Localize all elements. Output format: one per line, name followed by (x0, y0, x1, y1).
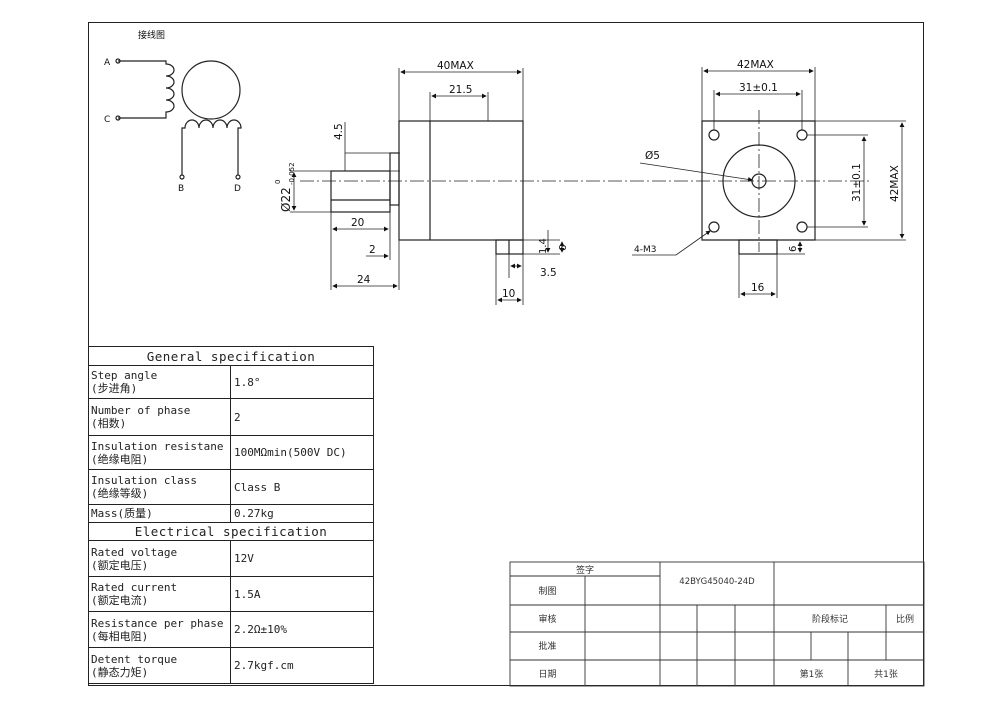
side-view-dimensions (290, 68, 565, 305)
spec-table: General specification Step angle(步进角) 1.… (88, 346, 374, 684)
motor-side-view (300, 120, 870, 255)
dim-shaft-diameter: Ø22 (279, 187, 293, 212)
tb-scale: 比例 (895, 615, 914, 625)
tb-approved: 批准 (538, 642, 557, 652)
spec-row: Number of phase(相数) 2 (88, 398, 374, 436)
dim-42max-side: 42MAX (889, 165, 901, 202)
dim-42max-top: 42MAX (737, 59, 774, 71)
spec-key: Rated voltage(额定电压) (88, 540, 231, 577)
spec-key: Detent torque(静态力矩) (88, 647, 231, 684)
tb-date: 日期 (538, 670, 557, 680)
spec-value: 100MΩmin(500V DC) (230, 435, 374, 470)
dim-2: 2 (369, 244, 376, 256)
dim-6-front: 6 (788, 246, 799, 252)
spec-value: 12V (230, 540, 374, 577)
spec-key: Mass(质量) (88, 504, 231, 523)
dim-phi5: Ø5 (645, 150, 660, 162)
spec-row: Rated voltage(额定电压) 12V (88, 540, 374, 577)
spec-key: Number of phase(相数) (88, 398, 231, 436)
spec-row: Detent torque(静态力矩) 2.7kgf.cm (88, 647, 374, 684)
terminal-b-label: B (178, 184, 184, 194)
spec-key: Step angle(步进角) (88, 365, 231, 399)
tb-model: 42BYG45040-24D (679, 577, 755, 587)
terminal-a-label: A (104, 58, 111, 68)
spec-row: Resistance per phase(每相电阻) 2.2Ω±10% (88, 611, 374, 648)
terminal-d-label: D (234, 184, 241, 194)
dim-6-side: 6 (558, 245, 569, 251)
dim-31-top: 31±0.1 (739, 82, 778, 94)
spec-value: 1.5A (230, 576, 374, 612)
dim-40max: 40MAX (437, 60, 474, 72)
tb-sheet-no: 第1张 (799, 670, 824, 680)
electrical-spec-header: Electrical specification (88, 522, 374, 541)
spec-row: Mass(质量) 0.27kg (88, 504, 374, 523)
dim-16: 16 (751, 282, 765, 294)
dim-31-side: 31±0.1 (851, 163, 863, 202)
dim-4-m3: 4-M3 (634, 245, 656, 255)
spec-value: 2.7kgf.cm (230, 647, 374, 684)
spec-key: Insulation class(绝缘等级) (88, 469, 231, 505)
spec-key: Insulation resistane(绝缘电阻) (88, 435, 231, 470)
spec-value: Class B (230, 469, 374, 505)
spec-row: Insulation class(绝缘等级) Class B (88, 469, 374, 505)
tb-sheet-total: 共1张 (874, 670, 898, 680)
title-block-grid (509, 561, 925, 687)
spec-value: 1.8° (230, 365, 374, 399)
tb-drawn: 制图 (538, 587, 557, 597)
dim-4-5: 4.5 (333, 123, 345, 140)
tb-signature: 签字 (575, 566, 594, 576)
dim-shaft-tol-upper: 0 (274, 180, 282, 184)
spec-row: Insulation resistane(绝缘电阻) 100MΩmin(500V… (88, 435, 374, 470)
dim-10: 10 (502, 288, 515, 300)
spec-value: 2.2Ω±10% (230, 611, 374, 648)
dim-20: 20 (351, 217, 364, 229)
dim-3-5: 3.5 (540, 267, 557, 279)
wiring-diagram (115, 58, 242, 180)
spec-key: Resistance per phase(每相电阻) (88, 611, 231, 648)
tb-stage-mark: 阶段标记 (811, 615, 848, 625)
dim-1-4: 1.4 (538, 238, 549, 254)
front-view-dimensions (632, 67, 906, 298)
dim-21-5: 21.5 (449, 84, 472, 96)
title-block: 签字 制图 审核 批准 日期 42BYG45040-24D 阶段标记 比例 第1… (510, 562, 924, 686)
spec-key: Rated current(额定电流) (88, 576, 231, 612)
tb-checked: 审核 (538, 615, 557, 625)
general-spec-header: General specification (88, 346, 374, 366)
spec-value: 0.27kg (230, 504, 374, 523)
dim-shaft-tol-lower: -0.052 (288, 162, 296, 185)
spec-row: Step angle(步进角) 1.8° (88, 365, 374, 399)
wiring-title: 接线图 (138, 29, 165, 41)
motor-front-view (701, 110, 816, 255)
dim-24: 24 (357, 274, 371, 286)
spec-row: Rated current(额定电流) 1.5A (88, 576, 374, 612)
spec-value: 2 (230, 398, 374, 436)
terminal-c-label: C (104, 115, 110, 125)
